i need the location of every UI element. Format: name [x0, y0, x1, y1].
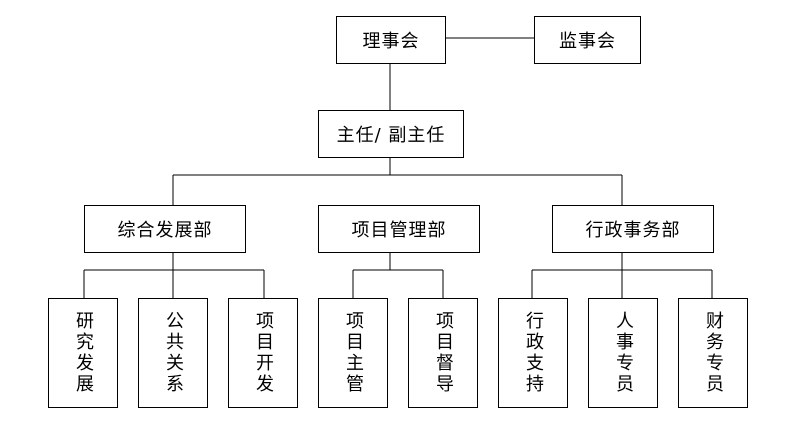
department-label: 项目管理部 — [351, 220, 447, 241]
board-label: 理事会 — [362, 31, 420, 52]
supervisors-label: 监事会 — [559, 31, 616, 52]
unit-box-project-supervisor: 项目主管 — [318, 298, 388, 408]
department-label: 行政事务部 — [585, 220, 681, 241]
department-box-administration: 行政事务部 — [552, 205, 714, 253]
unit-box-finance-specialist: 财务专员 — [678, 298, 748, 408]
unit-label: 项目督导 — [433, 311, 454, 395]
unit-box-hr-specialist: 人事专员 — [588, 298, 658, 408]
unit-box-project-inspector: 项目督导 — [408, 298, 478, 408]
unit-label: 财务专员 — [703, 311, 724, 395]
unit-box-administrative-support: 行政支持 — [498, 298, 568, 408]
unit-label: 项目主管 — [343, 311, 364, 395]
board-box: 理事会 — [336, 16, 446, 64]
supervisors-box: 监事会 — [534, 16, 641, 64]
unit-box-project-development: 项目开发 — [228, 298, 298, 408]
director-label: 主任/ 副主任 — [336, 125, 446, 146]
unit-box-public-relations: 公共关系 — [138, 298, 208, 408]
director-box: 主任/ 副主任 — [318, 110, 464, 158]
unit-label: 人事专员 — [613, 311, 634, 395]
department-label: 综合发展部 — [117, 220, 213, 241]
department-box-project-management: 项目管理部 — [318, 205, 480, 253]
unit-box-research-development: 研究发展 — [48, 298, 118, 408]
unit-label: 公共关系 — [163, 311, 184, 395]
unit-label: 研究发展 — [73, 311, 94, 395]
department-box-comprehensive-development: 综合发展部 — [84, 205, 246, 253]
unit-label: 项目开发 — [253, 311, 274, 395]
unit-label: 行政支持 — [523, 311, 544, 395]
